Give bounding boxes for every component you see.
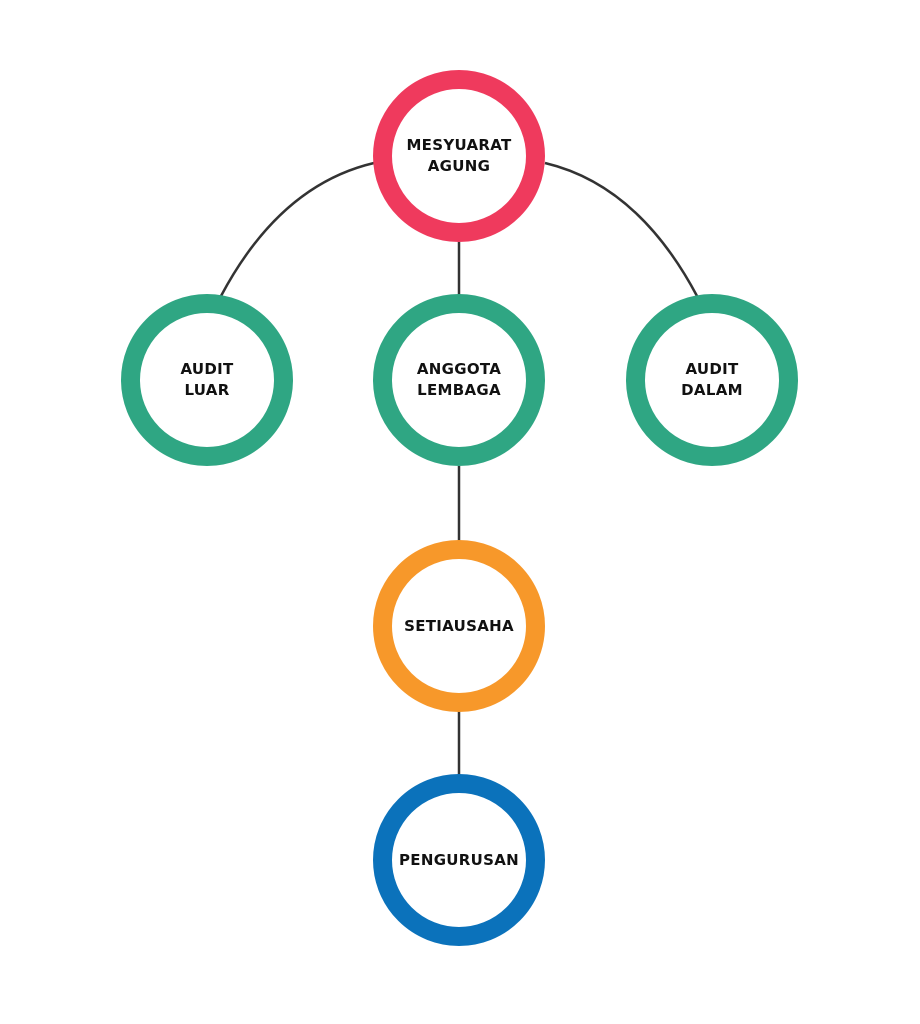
label-line1: ANGGOTA: [416, 360, 502, 378]
node-audit-dalam: AUDIT DALAM: [626, 294, 798, 466]
ring-mesyuarat: [373, 70, 545, 242]
ring-audit-luar: [121, 294, 293, 466]
label-line1: AUDIT: [685, 360, 739, 378]
ring-pengurusan: [373, 774, 545, 946]
node-setiausaha: SETIAUSAHA: [373, 540, 545, 712]
label-line2: LEMBAGA: [417, 381, 501, 399]
ring-audit-dalam: [626, 294, 798, 466]
label-line1: PENGURUSAN: [399, 850, 519, 869]
ring-setiausaha: [373, 540, 545, 712]
connector-to-audit-dalam: [544, 161, 699, 297]
label-line1: AUDIT: [180, 360, 234, 378]
node-pengurusan: PENGURUSAN: [373, 774, 545, 946]
label-line2: LUAR: [184, 381, 230, 399]
label-line2: AGUNG: [427, 157, 491, 175]
label-line1: SETIAUSAHA: [404, 616, 514, 635]
label-line1: MESYUARAT: [406, 136, 512, 154]
connector-to-audit-luar: [219, 161, 375, 297]
label-line2: DALAM: [681, 381, 743, 399]
ring-anggota: [373, 294, 545, 466]
node-audit-luar: AUDIT LUAR: [121, 294, 293, 466]
node-mesyuarat-agung: MESYUARAT AGUNG: [373, 70, 545, 242]
node-anggota-lembaga: ANGGOTA LEMBAGA: [373, 294, 545, 466]
